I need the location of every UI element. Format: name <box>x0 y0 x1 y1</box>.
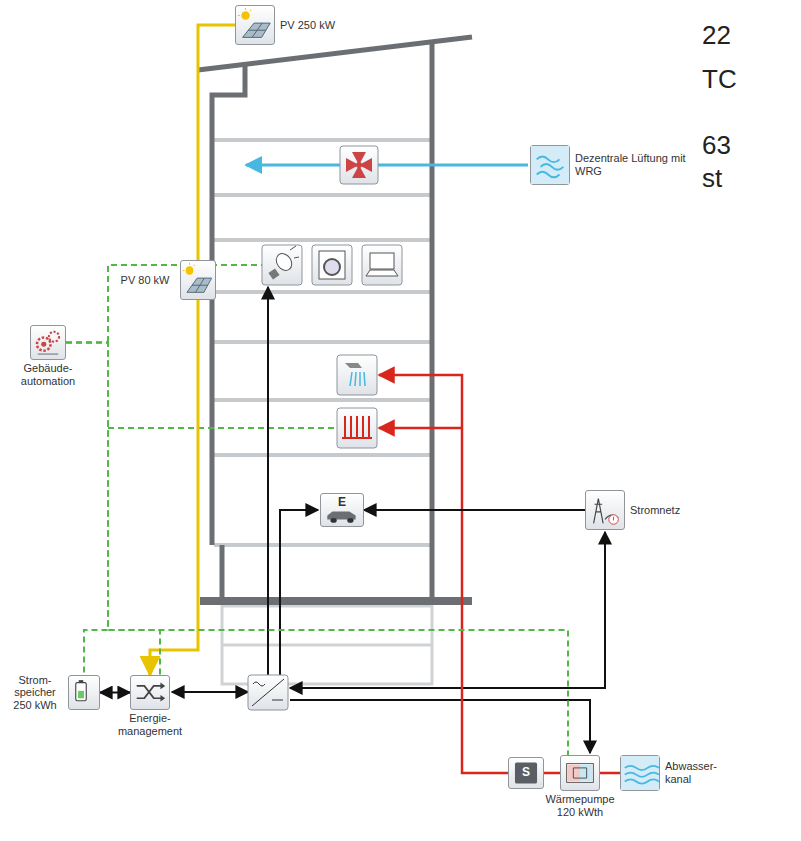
heat-storage-tank: S <box>508 757 544 789</box>
sewer-channel: Abwasser- kanal <box>620 755 660 791</box>
radiator-icon <box>337 408 377 448</box>
shower-icon <box>337 355 377 395</box>
side-text: 22 <box>702 22 731 48</box>
node-label: PV 80 kW <box>115 274 175 287</box>
node-label: Energie- management <box>108 712 192 737</box>
node-label: Gebäude- automation <box>6 362 90 387</box>
connector <box>66 343 108 676</box>
building-walls <box>212 42 432 600</box>
automation-lines <box>108 265 337 428</box>
connector <box>66 343 160 676</box>
node-label: Dezentrale Lüftung mit WRG <box>575 152 693 177</box>
node-label: Abwasser- kanal <box>665 760 727 785</box>
side-text: st <box>702 165 722 191</box>
pv-facade: PV 80 kW <box>180 260 216 300</box>
ventilation-unit: Dezentrale Lüftung mit WRG <box>530 145 570 185</box>
connector <box>150 300 198 675</box>
side-text: 63 <box>702 132 731 158</box>
connector <box>364 509 585 511</box>
building-automation: Gebäude- automation <box>30 325 66 360</box>
energy-management: Energie- management <box>130 675 170 710</box>
node-label: Wärmepumpe 120 kWth <box>538 793 622 818</box>
icon-glyph <box>131 676 169 709</box>
connector <box>544 772 560 775</box>
node-label: Strom- speicher 250 kWh <box>7 674 63 712</box>
connector <box>100 692 130 694</box>
icon-glyph <box>621 756 659 790</box>
node-label: Stromnetz <box>630 504 702 517</box>
connector <box>600 772 620 775</box>
ventilation-arrow <box>246 164 528 167</box>
floor-slabs <box>214 140 430 545</box>
ev-charger: E <box>320 493 364 527</box>
side-text: TC <box>702 66 737 92</box>
connector <box>198 25 235 260</box>
icon-glyph <box>561 756 599 790</box>
icon-letter: E <box>321 496 363 510</box>
icon-glyph <box>31 326 65 359</box>
icon-letter: S <box>509 766 543 780</box>
washing-machine-icon <box>312 245 352 285</box>
laptop-icon <box>362 245 402 285</box>
connector <box>66 343 568 756</box>
icon-glyph <box>181 261 215 299</box>
power-lines <box>172 287 605 753</box>
icon-glyph <box>69 676 99 709</box>
icon-glyph <box>236 6 274 44</box>
heat-pump: Wärmepumpe 120 kWth <box>560 755 600 791</box>
icon-glyph <box>531 146 569 184</box>
fan-icon <box>340 146 378 184</box>
pv-roof: PV 250 kW <box>235 5 275 45</box>
inverter-icon <box>248 675 288 710</box>
battery-storage: Strom- speicher 250 kWh <box>68 675 100 710</box>
heat-lines <box>379 375 508 773</box>
lamp-icon <box>262 245 302 285</box>
basement <box>222 606 432 684</box>
power-grid: Stromnetz <box>585 490 625 530</box>
ground-slab <box>200 597 472 605</box>
node-label: PV 250 kW <box>280 19 364 32</box>
icon-glyph <box>586 491 624 529</box>
